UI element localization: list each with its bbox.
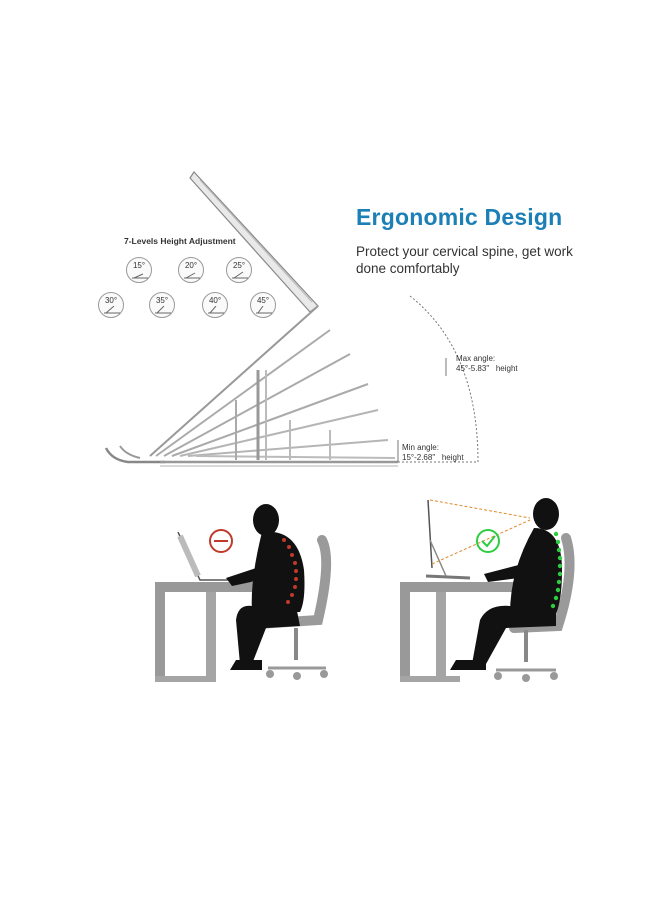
angle-label: 35° xyxy=(155,296,169,305)
good-posture-scene xyxy=(400,498,575,682)
angle-label: 30° xyxy=(104,296,118,305)
angle-glyph-icon xyxy=(104,306,120,314)
laptop-stand-drawing xyxy=(104,171,398,467)
headline-line-2: done comfortably xyxy=(356,261,460,276)
min-angle-label: Min angle: xyxy=(402,443,439,452)
angle-badge-45: 45° xyxy=(250,292,276,318)
angle-label: 25° xyxy=(232,261,246,270)
angle-badge-30: 30° xyxy=(98,292,124,318)
angle-arc xyxy=(397,295,479,463)
max-angle-value: 45°-5.83" xyxy=(456,364,490,373)
max-angle-label: Max angle: xyxy=(456,354,496,363)
angle-label: 45° xyxy=(256,296,270,305)
angle-glyph-icon xyxy=(208,306,224,314)
angle-label: 40° xyxy=(208,296,222,305)
angle-glyph-icon xyxy=(132,273,148,279)
angle-badge-15: 15° xyxy=(126,257,152,283)
levels-title: 7-Levels Height Adjustment xyxy=(124,236,236,246)
angle-badge-40: 40° xyxy=(202,292,228,318)
checkmark-icon xyxy=(476,529,500,553)
bad-posture-scene xyxy=(155,504,332,682)
max-angle-annotation: Max angle: 45°-5.83" height xyxy=(456,354,518,374)
min-angle-annotation: Min angle: 15°-2.68" height xyxy=(402,443,464,463)
angle-label: 15° xyxy=(132,261,146,270)
angle-badge-20: 20° xyxy=(178,257,204,283)
angle-glyph-icon xyxy=(256,306,272,314)
no-entry-icon xyxy=(209,529,233,553)
angle-glyph-icon xyxy=(232,271,248,279)
angle-glyph-icon xyxy=(155,306,171,314)
angle-label: 20° xyxy=(184,261,198,270)
min-angle-unit: height xyxy=(441,453,464,462)
max-angle-unit: height xyxy=(495,364,518,373)
headline-line-1: Protect your cervical spine, get work xyxy=(356,244,573,259)
angle-glyph-icon xyxy=(184,272,200,279)
min-angle-value: 15°-2.68" xyxy=(402,453,436,462)
angle-badge-25: 25° xyxy=(226,257,252,283)
headline-title: Ergonomic Design xyxy=(356,204,563,230)
angle-badge-35: 35° xyxy=(149,292,175,318)
